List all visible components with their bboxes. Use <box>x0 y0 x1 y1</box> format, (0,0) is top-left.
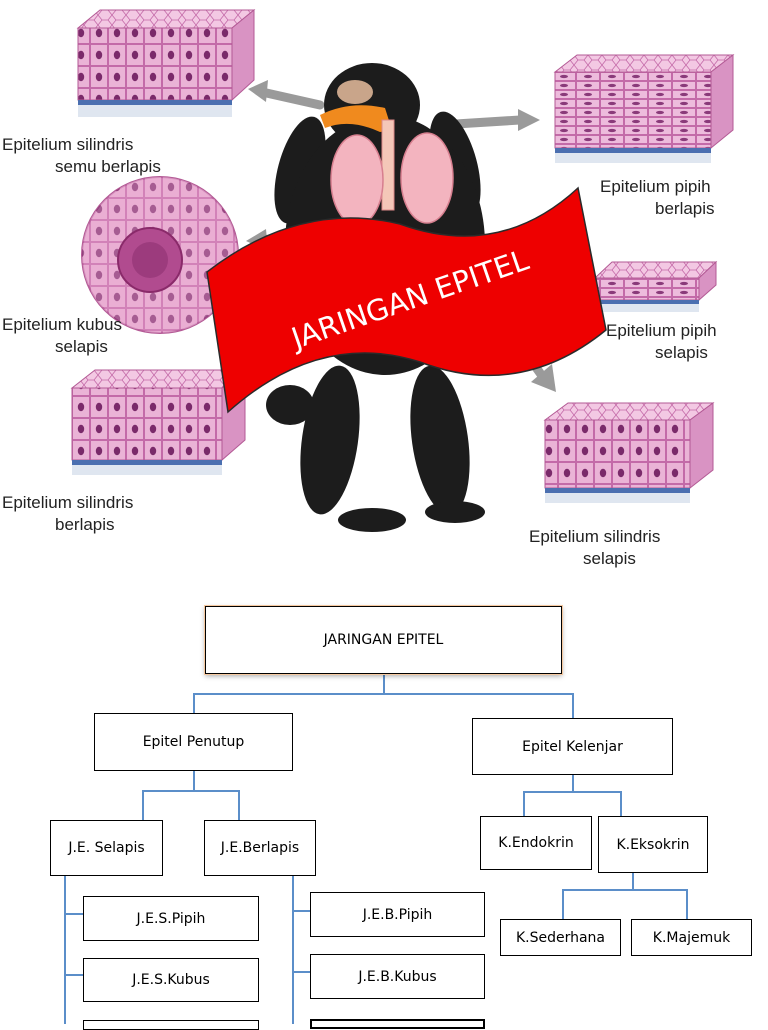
face <box>337 80 373 104</box>
label-silindris-berlapis-l2: berlapis <box>55 515 115 534</box>
connector <box>562 889 688 891</box>
connector <box>64 876 66 1024</box>
connector <box>193 693 574 695</box>
connector <box>562 889 564 919</box>
connector <box>523 791 525 816</box>
node-jeb-next <box>310 1019 485 1029</box>
connector <box>572 693 574 718</box>
label-pipih-selapis-l1: Epitelium pipih <box>606 321 717 340</box>
node-je-berlapis: J.E.Berlapis <box>204 820 316 876</box>
node-k-sederhana: K.Sederhana <box>500 919 621 956</box>
label-silindris-berlapis-l1: Epitelium silindris <box>2 493 134 512</box>
node-k-endokrin: K.Endokrin <box>480 816 592 870</box>
node-jeb-pipih: J.E.B.Pipih <box>310 892 485 937</box>
tissue-silindris-berlapis <box>70 368 247 475</box>
node-epitel-penutup: Epitel Penutup <box>94 713 293 771</box>
title-banner <box>206 186 607 414</box>
connector <box>238 790 240 820</box>
label-silindris-selapis-l1: Epitelium silindris <box>529 527 661 546</box>
label-kubus-selapis-l1: Epitelium kubus <box>2 315 123 334</box>
label-kubus-selapis-l2: selapis <box>55 337 108 356</box>
connector <box>620 791 622 816</box>
label-pipih-selapis-l2: selapis <box>655 343 708 362</box>
connector <box>64 913 83 915</box>
connector <box>193 771 195 791</box>
connector <box>383 674 385 694</box>
illustration <box>70 8 735 532</box>
node-je-selapis: J.E. Selapis <box>50 820 163 876</box>
connector <box>292 876 294 1024</box>
connector <box>142 790 144 820</box>
connector <box>686 889 688 919</box>
tissue-pipih-selapis <box>593 260 718 312</box>
connector <box>64 974 83 976</box>
connector <box>142 790 240 792</box>
tissue-pipih-berlapis <box>553 53 735 163</box>
tissue-silindris-selapis <box>543 402 715 503</box>
tissue-silindris-semu <box>76 8 256 117</box>
connector <box>572 775 574 792</box>
respiratory-organs <box>320 105 454 247</box>
label-silindris-semu-l2: semu berlapis <box>55 157 161 176</box>
connector <box>523 791 622 793</box>
root-node: JARINGAN EPITEL <box>205 606 562 674</box>
connector <box>292 910 310 912</box>
label-silindris-semu-l1: Epitelium silindris <box>2 135 134 154</box>
node-k-majemuk: K.Majemuk <box>631 919 752 956</box>
label-silindris-selapis-l2: selapis <box>583 549 636 568</box>
node-jes-kubus: J.E.S.Kubus <box>83 958 259 1002</box>
connector <box>632 873 634 890</box>
label-pipih-berlapis-l1: Epitelium pipih <box>600 177 711 196</box>
label-pipih-berlapis-l2: berlapis <box>655 199 715 218</box>
node-jes-next <box>83 1020 259 1030</box>
node-k-eksokrin: K.Eksokrin <box>598 816 708 873</box>
connector <box>193 693 195 713</box>
node-epitel-kelenjar: Epitel Kelenjar <box>472 718 673 775</box>
node-jeb-kubus: J.E.B.Kubus <box>310 954 485 999</box>
node-jes-pipih: J.E.S.Pipih <box>83 896 259 941</box>
connector <box>292 971 310 973</box>
